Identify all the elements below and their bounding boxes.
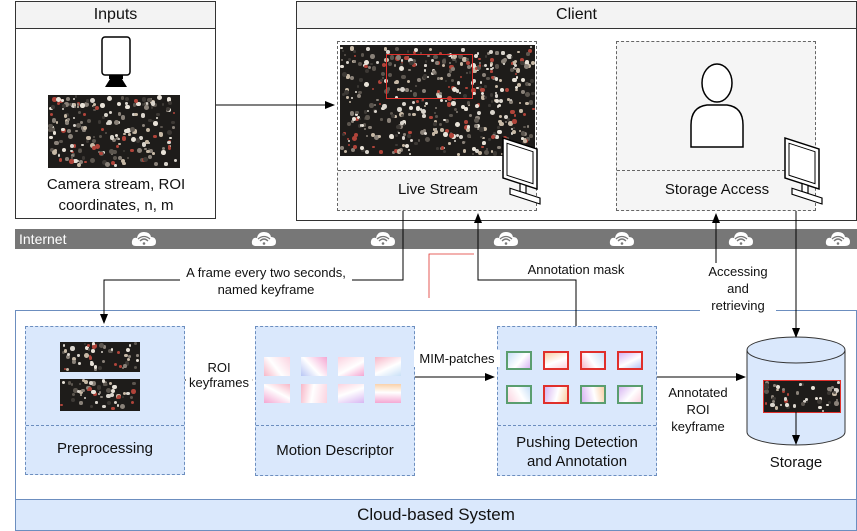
- mim-patch: [375, 384, 401, 403]
- mim-patch: [301, 384, 327, 403]
- annotated-patch: [506, 351, 532, 370]
- preprocessing-label: Preprocessing: [57, 440, 153, 457]
- user-icon: [690, 63, 744, 148]
- pushing-detection-label: Pushing Detection and Annotation: [516, 434, 638, 470]
- mim-patch: [301, 357, 327, 376]
- mim-patch: [264, 357, 290, 376]
- live-stream-image: [340, 45, 535, 156]
- camera-stream-image: [48, 95, 180, 168]
- annotated-patch: [580, 351, 606, 370]
- annotated-patch: [543, 385, 569, 404]
- preprocessing-roi-image-2: [60, 379, 140, 411]
- wifi-cloud-icon: [609, 232, 634, 246]
- edge-keyframe-label: A frame every two seconds, named keyfram…: [180, 264, 352, 298]
- preprocessing-block: Preprocessing: [25, 326, 185, 475]
- annotated-patch: [580, 385, 606, 404]
- storage-access-label: Storage Access: [664, 181, 770, 198]
- storage-keyframe-image: [763, 380, 841, 413]
- wifi-cloud-icon: [251, 232, 276, 246]
- client-title: Client: [297, 2, 856, 29]
- mim-patch: [375, 357, 401, 376]
- monitor-icon: [784, 136, 823, 205]
- storage-access-block[interactable]: Storage Access: [616, 41, 816, 211]
- wifi-cloud-icon: [493, 232, 518, 246]
- inputs-panel: Inputs Camera stream, ROI coordinates, n…: [15, 1, 216, 219]
- mim-patch-grid: [264, 357, 409, 407]
- red-connector: [428, 253, 474, 298]
- pushing-detection-block: Pushing Detection and Annotation: [497, 326, 657, 476]
- live-stream-block[interactable]: Live Stream: [337, 41, 537, 211]
- monitor-icon: [502, 136, 541, 205]
- internet-bar: Internet: [15, 229, 857, 249]
- annotated-patch: [543, 351, 569, 370]
- mim-patch: [264, 384, 290, 403]
- camera-icon: [101, 36, 131, 87]
- wifi-cloud-icon: [370, 232, 395, 246]
- edge-annotated-roi-label: Annotated ROI keyframe: [660, 384, 736, 435]
- inputs-caption: Camera stream, ROI coordinates, n, m: [46, 176, 186, 214]
- roi-rectangle: [386, 54, 473, 99]
- wifi-cloud-icon: [728, 232, 753, 246]
- inputs-title: Inputs: [16, 2, 215, 29]
- motion-descriptor-block: Motion Descriptor: [255, 326, 415, 476]
- wifi-cloud-icon: [131, 232, 156, 246]
- annotated-patch: [617, 351, 643, 370]
- database-icon: [746, 336, 846, 446]
- mim-patch: [338, 384, 364, 403]
- cloud-system-title: Cloud-based System: [15, 499, 857, 531]
- edge-accessing-label: Accessing and retrieving: [700, 263, 776, 314]
- annotated-patch: [617, 385, 643, 404]
- motion-descriptor-label: Motion Descriptor: [276, 442, 394, 459]
- internet-label: Internet: [19, 231, 67, 247]
- edge-annotation-mask: [474, 213, 577, 326]
- live-stream-label: Live Stream: [397, 181, 479, 198]
- wifi-cloud-icon: [825, 232, 850, 246]
- preprocessing-roi-image-1: [60, 342, 140, 372]
- storage-label: Storage: [769, 454, 823, 471]
- annotated-patch: [506, 385, 532, 404]
- edge-roi-keyframes-label: ROI keyframes: [186, 360, 252, 390]
- edge-mim-patches-label: MIM-patches: [414, 350, 500, 367]
- mim-patch: [338, 357, 364, 376]
- edge-annotation-mask-label: Annotation mask: [518, 261, 634, 278]
- annotated-patch-grid: [506, 351, 651, 411]
